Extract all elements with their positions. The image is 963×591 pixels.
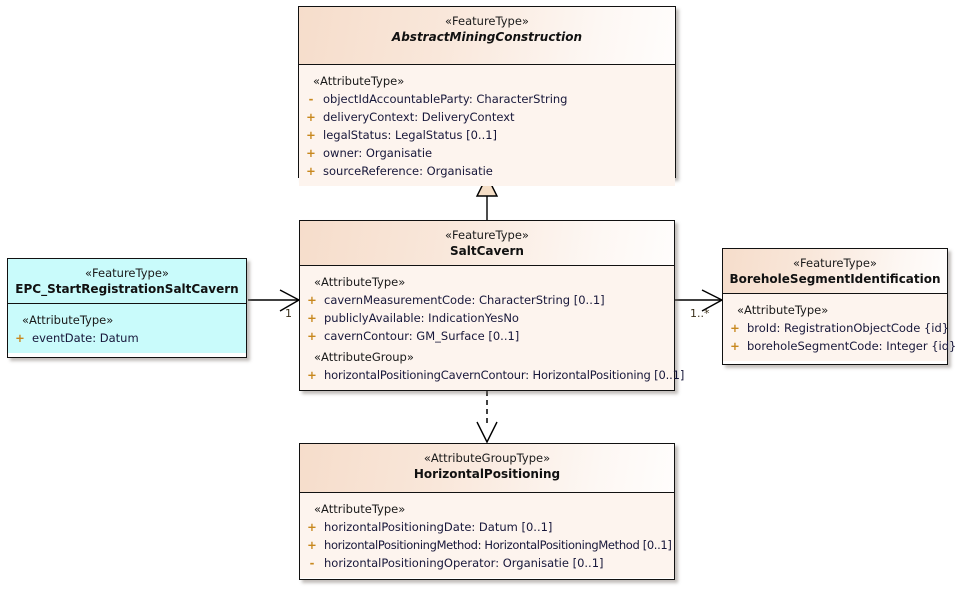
attribute-group-label: «AttributeType» [313,74,405,88]
visibility-marker: + [307,538,317,552]
class-stereotype: «AttributeGroupType» [423,451,551,465]
class-epc-start-registration-salt-cavern[interactable]: «FeatureType» EPC_StartRegistrationSaltC… [7,258,247,358]
visibility-marker: + [307,329,317,343]
class-name: HorizontalPositioning [413,467,561,481]
attribute-row: - objectIdAccountableParty: CharacterStr… [299,90,675,108]
attribute-row: + horizontalPositioningCavernContour: Ho… [300,366,684,384]
class-attributes-compartment: «AttributeType» + broId: RegistrationObj… [723,294,956,361]
attribute-row: + owner: Organisatie [299,144,675,162]
class-header: «FeatureType» AbstractMiningConstruction [299,7,675,65]
class-name: BoreholeSegmentIdentification [729,272,941,286]
attribute-row: + publiclyAvailable: IndicationYesNo [300,309,674,327]
attribute-row: + eventDate: Datum [8,329,246,347]
class-attributes-compartment: «AttributeType» - objectIdAccountablePar… [299,65,675,186]
visibility-marker: + [306,110,316,124]
attribute-row: + legalStatus: LegalStatus [0..1] [299,126,675,144]
visibility-marker: + [306,164,316,178]
attribute-text: boreholeSegmentCode: Integer {id} [747,339,957,353]
attribute-group-label: «AttributeGroup» [314,350,414,364]
attribute-text: publiclyAvailable: IndicationYesNo [324,311,519,325]
class-header: «AttributeGroupType» HorizontalPositioni… [300,444,674,493]
visibility-marker: + [307,520,317,534]
multiplicity-epc-to-saltcavern: 1 [285,307,292,320]
attribute-text: horizontalPositioningMethod: HorizontalP… [324,538,672,552]
visibility-marker: + [307,293,317,307]
attribute-text: horizontalPositioningCavernContour: Hori… [324,368,685,382]
visibility-marker: + [15,331,25,345]
class-borehole-segment-identification[interactable]: «FeatureType» BoreholeSegmentIdentificat… [722,248,956,365]
class-header: «FeatureType» SaltCavern [300,221,674,266]
attribute-group-label: «AttributeType» [314,502,406,516]
class-stereotype: «FeatureType» [445,228,529,242]
attribute-text: broId: RegistrationObjectCode {id} [747,321,950,335]
attribute-text: horizontalPositioningOperator: Organisat… [324,556,604,570]
class-abstract-mining-construction[interactable]: «FeatureType» AbstractMiningConstruction… [298,6,676,186]
class-stereotype: «FeatureType» [85,266,169,280]
visibility-marker: + [307,311,317,325]
attribute-text: deliveryContext: DeliveryContext [323,110,515,124]
class-attributes-compartment: «AttributeType» + cavernMeasurementCode:… [300,266,684,390]
class-stereotype: «FeatureType» [445,14,529,28]
attribute-row: - horizontalPositioningOperator: Organis… [300,554,674,572]
generalization-connector[interactable] [475,174,499,220]
attribute-group-label: «AttributeType» [737,303,829,317]
visibility-marker: + [730,339,740,353]
class-header: «FeatureType» EPC_StartRegistrationSaltC… [8,259,246,304]
class-salt-cavern[interactable]: «FeatureType» SaltCavern «AttributeType»… [299,220,684,391]
visibility-marker: + [306,146,316,160]
attribute-text: objectIdAccountableParty: CharacterStrin… [323,92,568,106]
class-name: SaltCavern [450,244,524,258]
visibility-marker: - [308,92,314,106]
attribute-row: + cavernMeasurementCode: CharacterString… [300,291,674,309]
attribute-row: + horizontalPositioningDate: Datum [0..1… [300,518,674,536]
saltcavern-to-horizontalpositioning-connector[interactable] [476,391,498,444]
class-horizontal-positioning[interactable]: «AttributeGroupType» HorizontalPositioni… [299,443,675,580]
attribute-group-label: «AttributeType» [22,313,114,327]
visibility-marker: + [306,128,316,142]
attribute-group-label: «AttributeType» [314,275,406,289]
visibility-marker: - [309,556,315,570]
attribute-row: + boreholeSegmentCode: Integer {id} [723,337,956,355]
class-stereotype: «FeatureType» [793,256,877,270]
attribute-text: sourceReference: Organisatie [323,164,493,178]
attribute-text: eventDate: Datum [32,331,139,345]
class-attributes-compartment: «AttributeType» + eventDate: Datum [8,304,246,353]
attribute-row: + sourceReference: Organisatie [299,162,675,180]
class-header: «FeatureType» BoreholeSegmentIdentificat… [723,249,947,294]
attribute-row: + broId: RegistrationObjectCode {id} [723,319,950,337]
class-attributes-compartment: «AttributeType» + horizontalPositioningD… [300,493,674,578]
class-name: AbstractMiningConstruction [391,30,583,44]
attribute-text: owner: Organisatie [323,146,433,160]
attribute-row: + deliveryContext: DeliveryContext [299,108,675,126]
attribute-text: cavernMeasurementCode: CharacterString [… [324,293,605,307]
class-name: EPC_StartRegistrationSaltCavern [15,282,239,296]
attribute-row: + cavernContour: GM_Surface [0..1] [300,327,674,345]
visibility-marker: + [730,321,740,335]
multiplicity-saltcavern-to-borehole: 1..* [690,307,710,320]
attribute-row: + horizontalPositioningMethod: Horizonta… [300,536,674,554]
attribute-text: legalStatus: LegalStatus [0..1] [323,128,498,142]
attribute-text: horizontalPositioningDate: Datum [0..1] [324,520,553,534]
visibility-marker: + [307,368,317,382]
attribute-text: cavernContour: GM_Surface [0..1] [324,329,520,343]
